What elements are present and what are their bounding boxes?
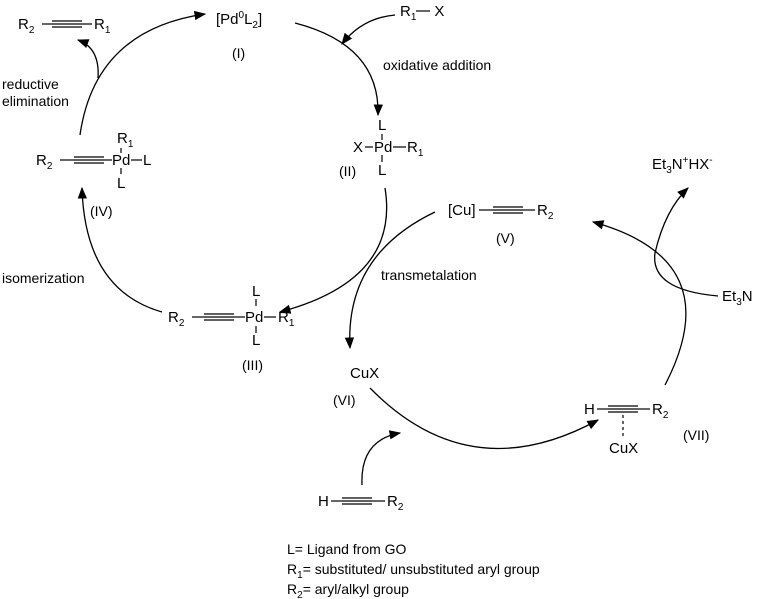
legend-r1: R1= substituted/ unsubstituted aryl grou…: [287, 561, 540, 581]
step-transmetalation: transmetalation: [381, 267, 477, 283]
iii-R1: R1: [278, 309, 295, 329]
iv-L-right: L: [143, 152, 151, 169]
ii-R1: R1: [407, 139, 424, 159]
arc-i-to-ii: [294, 22, 383, 117]
arc-vii-to-v: [591, 220, 687, 386]
vi-CuX: CuX: [350, 365, 379, 382]
v-Cu: [Cu]: [448, 202, 476, 219]
iii-R2: R2: [168, 309, 185, 329]
ii-L-top: L: [378, 117, 386, 134]
arc-iii-to-iv: [77, 186, 163, 313]
step-elimination: elimination: [2, 93, 69, 109]
iv-Pd: Pd: [112, 152, 130, 169]
arc-alkyne-in: [361, 430, 402, 486]
arc-reductive-elimination-product: [76, 39, 99, 79]
arc-et3n-to-salt: [654, 187, 719, 297]
species-vii-label: (VII): [683, 427, 709, 443]
species-iii-label: (III): [242, 357, 263, 373]
species-i-formula: [Pd0L2]: [216, 10, 262, 31]
step-reductive: reductive: [2, 76, 59, 92]
iii-Pd: Pd: [245, 309, 263, 326]
iv-L-bottom: L: [117, 175, 125, 192]
reagent-et3n: Et3N: [722, 288, 753, 308]
species-i-label: (I): [232, 45, 245, 61]
product-R2: R2: [18, 16, 35, 36]
vii-R2: R2: [652, 401, 669, 421]
iii-L-bottom: L: [252, 332, 260, 349]
legend-r2: R2= aryl/alkyl group: [287, 581, 409, 599]
species-iv-label: (IV): [90, 203, 113, 219]
arc-v-to-vi: [344, 211, 436, 350]
iv-R1: R1: [117, 130, 134, 150]
vii-CuX: CuX: [609, 440, 638, 457]
step-isomerization: isomerization: [2, 270, 84, 286]
alkyne-R2: R2: [387, 493, 404, 513]
iv-R2: R2: [36, 152, 53, 172]
ii-Pd: Pd: [374, 139, 392, 156]
legend-ligand: L= Ligand from GO: [287, 541, 407, 557]
reagent-et3nhx: Et3N+HX-: [652, 155, 713, 176]
species-v-label: (V): [496, 230, 515, 246]
arc-ii-to-iii: [278, 187, 388, 314]
arc-r1x-in: [341, 14, 396, 45]
vii-H: H: [584, 401, 595, 418]
species-ii-label: (II): [339, 163, 356, 179]
iii-L-top: L: [252, 283, 260, 300]
step-oxidative-addition: oxidative addition: [383, 57, 491, 73]
alkyne-H: H: [318, 493, 329, 510]
arc-vi-to-vii: [369, 387, 600, 450]
product-R1: R1: [94, 16, 111, 36]
species-vi-label: (VI): [333, 392, 356, 408]
ii-L-bottom: L: [378, 162, 386, 179]
ii-X: X: [353, 139, 363, 156]
v-R2: R2: [537, 202, 554, 222]
arc-iv-to-i: [79, 10, 207, 136]
